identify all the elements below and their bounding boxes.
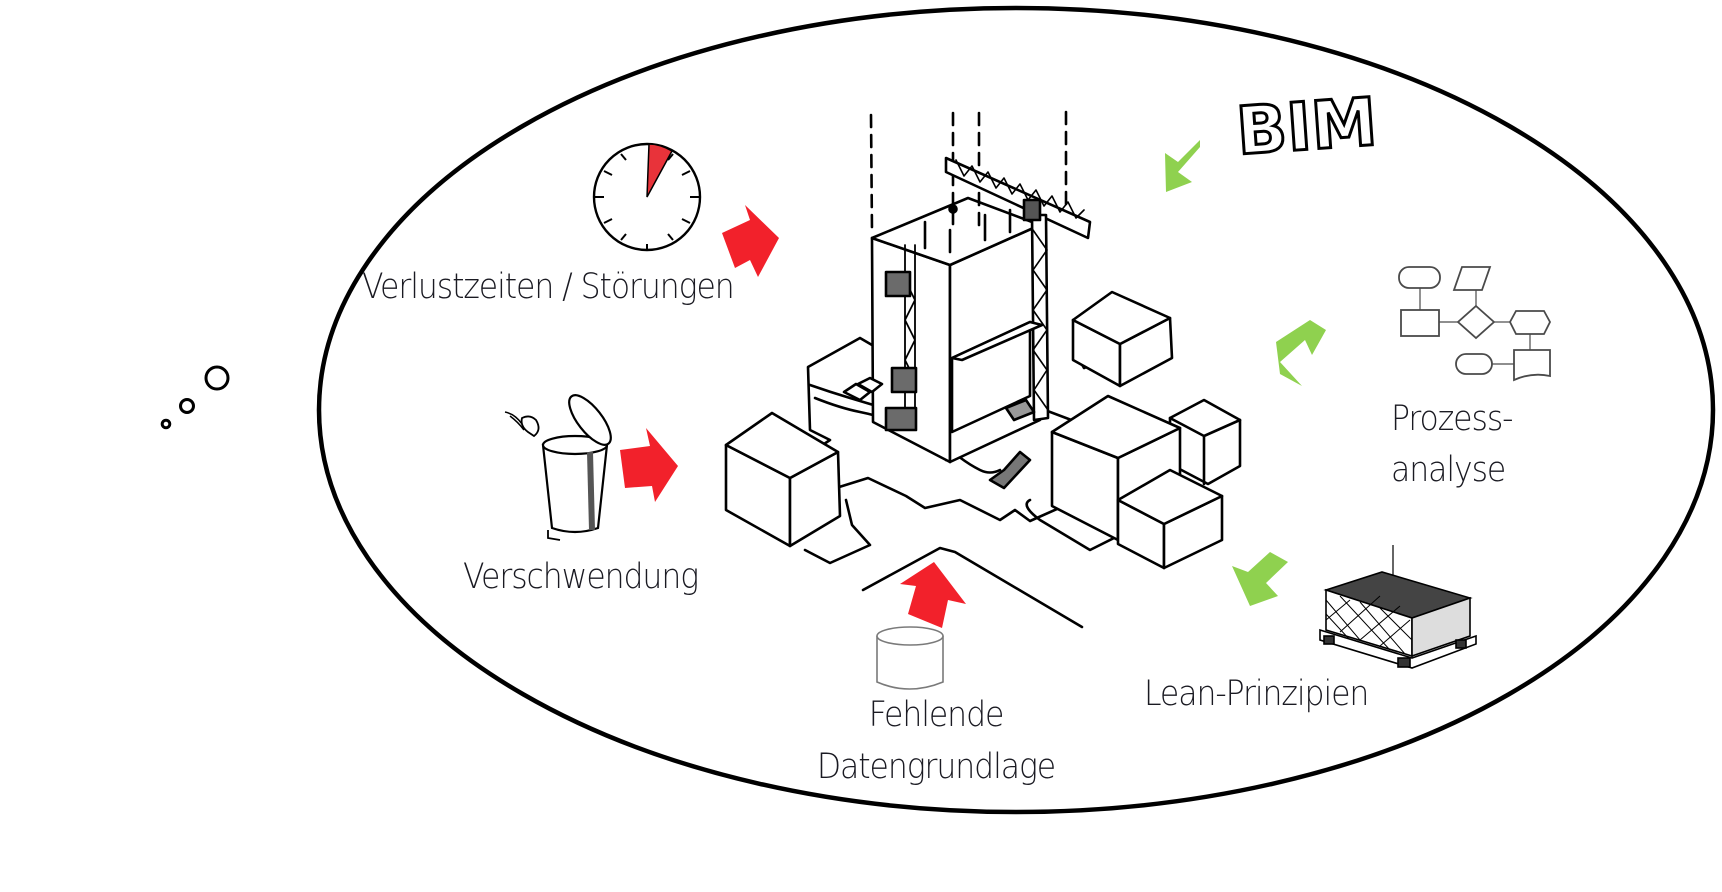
crane-mast-lattice — [1032, 229, 1049, 411]
thought-bubble-large — [204, 365, 230, 391]
block-left-top — [724, 411, 840, 480]
bim-text: BIM — [1234, 83, 1380, 170]
green-arrow-icon — [1232, 552, 1288, 606]
green-arrow-icon — [1276, 320, 1326, 386]
construction-site-sketch — [724, 110, 1242, 629]
negative-arrows — [620, 205, 966, 628]
label-lean-prinzipien: Lean-Prinzipien — [1144, 674, 1369, 714]
thought-bubbles — [160, 365, 230, 430]
bim-lettering: BIM — [1232, 82, 1381, 172]
hoist-base — [884, 406, 918, 432]
block-right-main-top — [1050, 394, 1182, 460]
red-arrow-icon — [722, 205, 779, 277]
low-block-top — [950, 320, 1044, 362]
clock-red-wedge — [646, 143, 674, 198]
crane-hook — [948, 204, 958, 214]
label-analyse: analyse — [1391, 450, 1506, 490]
database-cylinder-icon — [876, 626, 944, 690]
flowchart-icon — [1398, 266, 1552, 382]
road-line — [803, 498, 872, 565]
thought-bubble-medium — [179, 398, 195, 414]
red-arrow-icon — [620, 428, 678, 502]
tower-top-walls — [923, 208, 1012, 254]
clock-ticks — [594, 153, 700, 250]
block-right-near-top — [1116, 468, 1224, 526]
pallet-icon — [1319, 545, 1477, 669]
hoist-cage — [890, 366, 918, 394]
vehicle — [1004, 398, 1036, 422]
label-datengrundlage: Datengrundlage — [816, 747, 1056, 787]
crane-cab — [1022, 198, 1042, 222]
clock-icon — [592, 142, 702, 252]
label-prozess: Prozess- — [1391, 399, 1514, 439]
positive-arrows — [1165, 140, 1326, 606]
road-line — [861, 546, 1084, 629]
red-arrow-icon — [900, 562, 966, 628]
block-upper-right-top — [1071, 290, 1172, 346]
crane-jib-lattice — [955, 159, 1085, 219]
vehicle — [842, 376, 884, 402]
hoist-cage — [884, 270, 912, 298]
green-arrow-icon — [1165, 140, 1200, 192]
vehicle — [988, 450, 1032, 490]
block-right-far-edge — [1168, 416, 1242, 486]
thought-ellipse — [316, 5, 1716, 815]
label-verlustzeiten: Verlustzeiten / Störungen — [362, 267, 735, 307]
label-verschwendung: Verschwendung — [463, 557, 699, 597]
thought-bubble-small — [160, 418, 172, 430]
label-fehlende: Fehlende — [868, 695, 1005, 735]
road-line — [1025, 498, 1152, 552]
trash-can-icon — [504, 394, 612, 541]
